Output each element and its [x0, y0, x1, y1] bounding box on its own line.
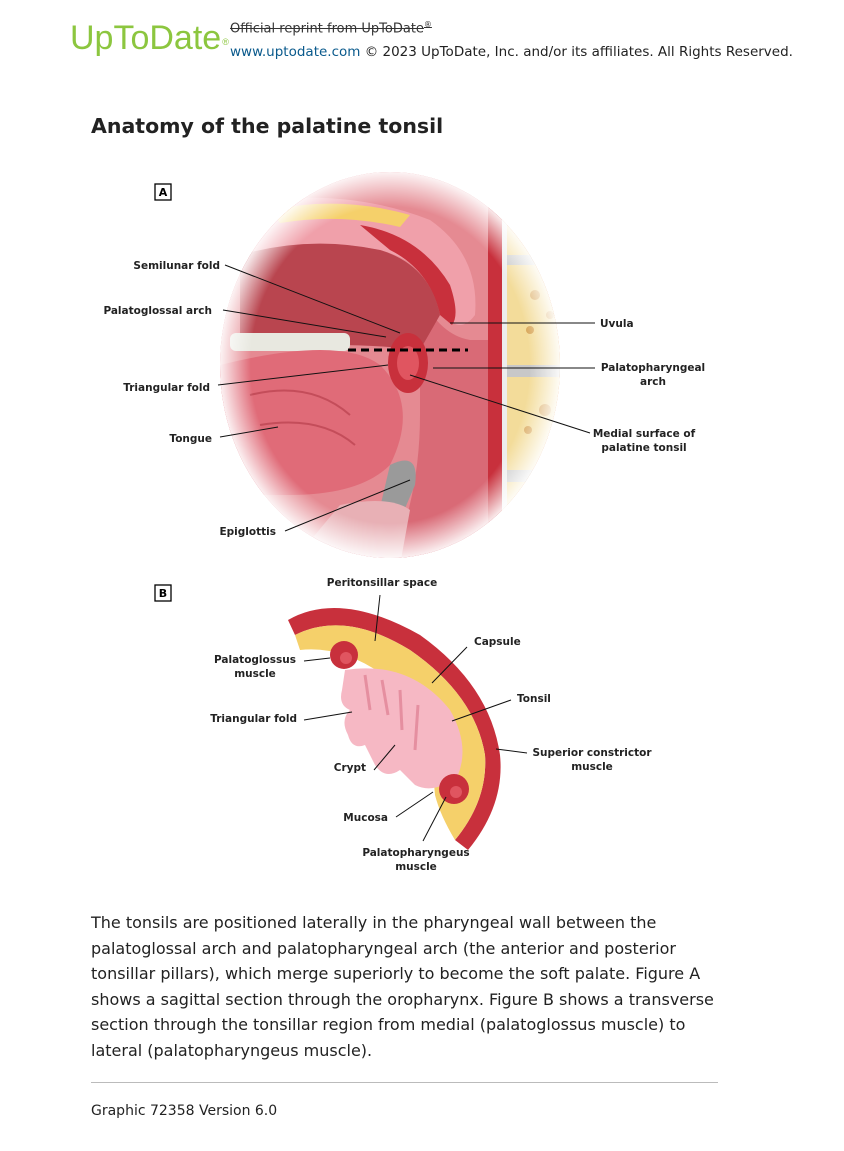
reprint-notice: Official reprint from UpToDate®: [230, 20, 432, 36]
copyright-line: www.uptodate.com © 2023 UpToDate, Inc. a…: [230, 44, 793, 60]
label-medial-surface-line1: Medial surface of: [593, 428, 696, 440]
label-epiglottis: Epiglottis: [219, 526, 276, 538]
page-title: Anatomy of the palatine tonsil: [91, 114, 444, 138]
label-palatopharyngeus-line2: muscle: [395, 861, 437, 873]
logo-registered-mark: ®: [222, 37, 229, 47]
reprint-registered-mark: ®: [423, 20, 432, 29]
panel-a-box: [154, 183, 172, 201]
label-triangular-fold-a: Triangular fold: [123, 382, 210, 394]
label-palatopharyngeal-arch-line2: arch: [640, 376, 666, 388]
label-palatoglossal-arch: Palatoglossal arch: [103, 305, 212, 317]
label-semilunar-fold: Semilunar fold: [133, 260, 220, 272]
uptodate-logo: UpToDate®: [70, 18, 229, 58]
figure-caption: The tonsils are positioned laterally in …: [91, 913, 714, 1060]
graphic-version: Graphic 72358 Version 6.0: [91, 1103, 278, 1119]
label-palatopharyngeal-arch-line1: Palatopharyngeal: [601, 362, 705, 374]
copyright-text: © 2023 UpToDate, Inc. and/or its affilia…: [360, 44, 793, 60]
panel-b-letter: B: [159, 587, 167, 600]
label-triangular-fold-b: Triangular fold: [210, 713, 297, 725]
reprint-text: Official reprint from UpToDate: [230, 21, 424, 37]
label-tonsil: Tonsil: [517, 693, 551, 705]
tonsil-anatomy-figure: A Semilunar fold Palatoglossal arch Tria…: [103, 172, 705, 873]
label-medial-surface-line2: palatine tonsil: [601, 442, 686, 454]
label-mucosa: Mucosa: [343, 812, 388, 824]
panel-b-box: [154, 584, 172, 602]
panel-a-sagittal-illustration: [220, 172, 560, 558]
panel-a-letter: A: [159, 186, 168, 199]
label-palatoglossus-line2: muscle: [234, 668, 276, 680]
label-peritonsillar-space: Peritonsillar space: [327, 577, 437, 589]
label-superior-constrictor-line1: Superior constrictor: [532, 747, 652, 759]
logo-text: UpToDate: [70, 19, 222, 57]
uptodate-site-link[interactable]: www.uptodate.com: [230, 44, 361, 60]
label-capsule: Capsule: [474, 636, 521, 648]
label-uvula: Uvula: [600, 318, 634, 330]
label-crypt: Crypt: [334, 762, 366, 774]
label-palatopharyngeus-line1: Palatopharyngeus: [362, 847, 469, 859]
label-tongue: Tongue: [169, 433, 212, 445]
footer-divider: [91, 1082, 718, 1083]
label-palatoglossus-line1: Palatoglossus: [214, 654, 296, 666]
panel-b-transverse-illustration: [288, 608, 501, 850]
label-superior-constrictor-line2: muscle: [571, 761, 613, 773]
